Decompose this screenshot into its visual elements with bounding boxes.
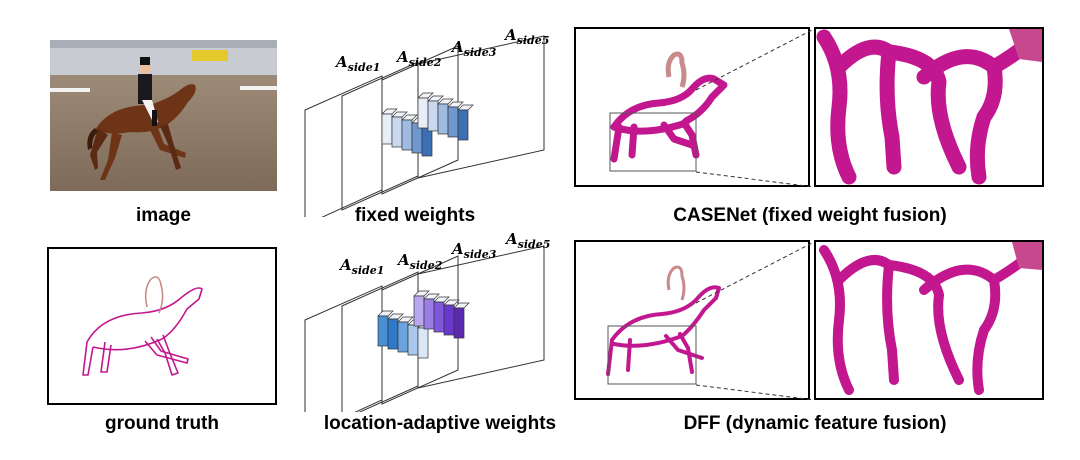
plane-side1 [304, 75, 383, 217]
adaptive-cube-purple-3 [443, 304, 455, 336]
casenet-zoom [814, 27, 1044, 187]
svg-text:Aside3: Aside3 [450, 240, 497, 261]
caption-adaptive-weights: location-adaptive weights [323, 413, 557, 434]
adaptive-cube-purple-2 [433, 301, 445, 333]
adaptive-cube-blue-0 [377, 315, 389, 347]
label-side3: Aside3 [450, 38, 497, 59]
svg-text:Aside2: Aside2 [396, 251, 443, 272]
horse-photo [50, 40, 277, 191]
adaptive-cube-blue-1 [387, 318, 399, 350]
plane-labels-2: Aside1 Aside2 Aside3 Aside5 [338, 232, 550, 277]
adaptive-cubes-purple [413, 290, 470, 339]
dff-zoom [814, 240, 1044, 400]
zoom-lines-top [695, 28, 815, 188]
caption-fixed-weights: fixed weights [354, 205, 476, 226]
label-side2: Aside2 [395, 48, 442, 69]
adaptive-weights-diagram: Aside1 Aside2 Aside3 Aside5 [300, 232, 560, 412]
fixed-cube-upper-2 [437, 103, 449, 135]
adaptive-cube-blue-3 [407, 324, 419, 356]
label-side1: Aside1 [334, 53, 380, 74]
adaptive-cube-blue-2 [397, 321, 409, 353]
fixed-cube-upper-4 [457, 109, 469, 141]
caption-ground-truth: ground truth [105, 413, 219, 434]
plane-side3 [381, 45, 459, 195]
zoom-lines-bottom [695, 241, 815, 401]
svg-text:Aside1: Aside1 [338, 256, 384, 277]
svg-text:Aside5: Aside5 [504, 232, 550, 251]
weight-cubes-upper [417, 92, 474, 141]
adaptive-cube-purple-1 [423, 298, 435, 330]
caption-image: image [136, 205, 191, 226]
fixed-cube-lower-0 [381, 113, 393, 145]
adaptive-cube-blue-4 [417, 327, 429, 359]
label-side5: Aside5 [503, 26, 549, 47]
fixed-cube-lower-2 [401, 119, 413, 151]
fixed-cube-upper-3 [447, 106, 459, 138]
plane-labels: Aside1 Aside2 Aside3 Aside5 [334, 26, 549, 74]
fixed-weights-diagram: Aside1 Aside2 Aside3 Aside5 [300, 22, 560, 217]
fixed-cube-upper-0 [417, 97, 429, 129]
caption-casenet: CASENet (fixed weight fusion) [673, 205, 947, 226]
dff-output [574, 240, 810, 400]
fixed-cube-lower-1 [391, 116, 403, 148]
ground-truth-panel [47, 247, 277, 405]
caption-dff: DFF (dynamic feature fusion) [683, 413, 947, 434]
adaptive-cube-purple-0 [413, 295, 425, 327]
fixed-cube-upper-1 [427, 100, 439, 132]
casenet-output [574, 27, 810, 187]
adaptive-cube-purple-4 [453, 307, 465, 339]
